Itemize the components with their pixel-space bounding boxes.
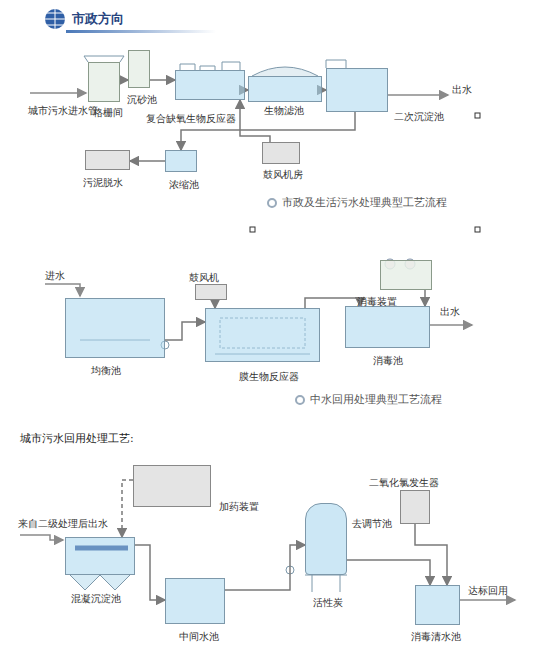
process-unit: 活性炭 bbox=[305, 503, 347, 575]
unit-label: 格栅间 bbox=[93, 107, 123, 119]
unit-label: 消毒池 bbox=[373, 355, 403, 367]
process-unit: 鼓风机房 bbox=[262, 142, 300, 164]
unit-label: 消毒装置 bbox=[357, 296, 397, 308]
process-unit: 加药装置 bbox=[133, 465, 211, 507]
unit-label: 鼓风机 bbox=[189, 272, 219, 284]
process-unit: 鼓风机 bbox=[195, 284, 227, 300]
process-unit: 二次沉淀池 bbox=[326, 68, 388, 112]
flow-connector bbox=[347, 560, 430, 585]
flow-connector bbox=[424, 290, 426, 306]
header-logo bbox=[45, 9, 216, 33]
process-unit: 沉砂池 bbox=[128, 50, 150, 88]
unit-label: 膜生物反应器 bbox=[239, 371, 299, 383]
process-unit: 消毒清水池 bbox=[415, 585, 460, 625]
unit-label: 污泥脱水 bbox=[83, 177, 123, 189]
flow-connector bbox=[150, 79, 175, 81]
unit-label: 消毒清水池 bbox=[411, 631, 461, 643]
process-unit: 浓缩池 bbox=[165, 150, 197, 172]
process-unit: 混凝沉淀池 bbox=[65, 537, 135, 575]
process-unit: 生物滤池 bbox=[248, 76, 322, 102]
text-label: 出水 bbox=[440, 306, 460, 318]
unit-label: 二次沉淀池 bbox=[394, 111, 444, 123]
process-unit: 消毒池 bbox=[345, 306, 430, 348]
process-unit: 复合缺氧生物反应器 bbox=[175, 70, 245, 100]
process-unit: 格栅间 bbox=[88, 62, 120, 102]
process-unit: 膜生物反应器 bbox=[205, 308, 320, 362]
process-unit: 污泥脱水 bbox=[85, 150, 130, 170]
unit-label: 复合缺氧生物反应器 bbox=[146, 113, 236, 125]
text-label: 城市污水进水管 bbox=[28, 105, 98, 117]
flow-connector bbox=[120, 79, 128, 81]
flow-connector bbox=[130, 160, 165, 162]
text-label: 达标回用 bbox=[468, 585, 508, 597]
flow-connector bbox=[135, 545, 165, 600]
process-unit: 二氧化氯发生器 bbox=[400, 490, 430, 524]
text-label: 去调节池 bbox=[352, 518, 392, 530]
unit-label: 沉砂池 bbox=[127, 94, 157, 106]
flow-connector bbox=[122, 480, 133, 537]
text-label: 城市污水回用处理工艺: bbox=[20, 433, 134, 445]
text-label: 来自二级处理后出水 bbox=[18, 518, 108, 530]
process-unit: 中间水池 bbox=[165, 578, 225, 624]
flow-connector bbox=[214, 300, 216, 308]
unit-label: 均衡池 bbox=[91, 365, 121, 377]
flow-connector bbox=[225, 545, 305, 590]
unit-label: 生物滤池 bbox=[264, 105, 304, 117]
text-label: 中水回用处理典型工艺流程 bbox=[310, 394, 442, 406]
unit-label: 加药装置 bbox=[219, 501, 259, 513]
unit-label: 活性炭 bbox=[313, 597, 343, 609]
unit-label: 中间水池 bbox=[179, 631, 219, 643]
process-unit: 均衡池 bbox=[65, 298, 165, 358]
corner-markers bbox=[250, 113, 480, 232]
unit-label: 浓缩池 bbox=[169, 179, 199, 191]
page-heading: 市政方向 bbox=[72, 10, 124, 28]
unit-label: 二氧化氯发生器 bbox=[369, 477, 439, 489]
process-unit: 消毒装置 bbox=[380, 260, 432, 290]
text-label: 市政及生活污水处理典型工艺流程 bbox=[282, 197, 447, 209]
unit-label: 鼓风机房 bbox=[263, 169, 303, 181]
flow-connector bbox=[165, 322, 205, 340]
text-label: 进水 bbox=[45, 270, 65, 282]
flow-connector bbox=[415, 524, 447, 585]
unit-label: 混凝沉淀池 bbox=[71, 593, 121, 605]
text-label: 出水 bbox=[452, 84, 472, 96]
